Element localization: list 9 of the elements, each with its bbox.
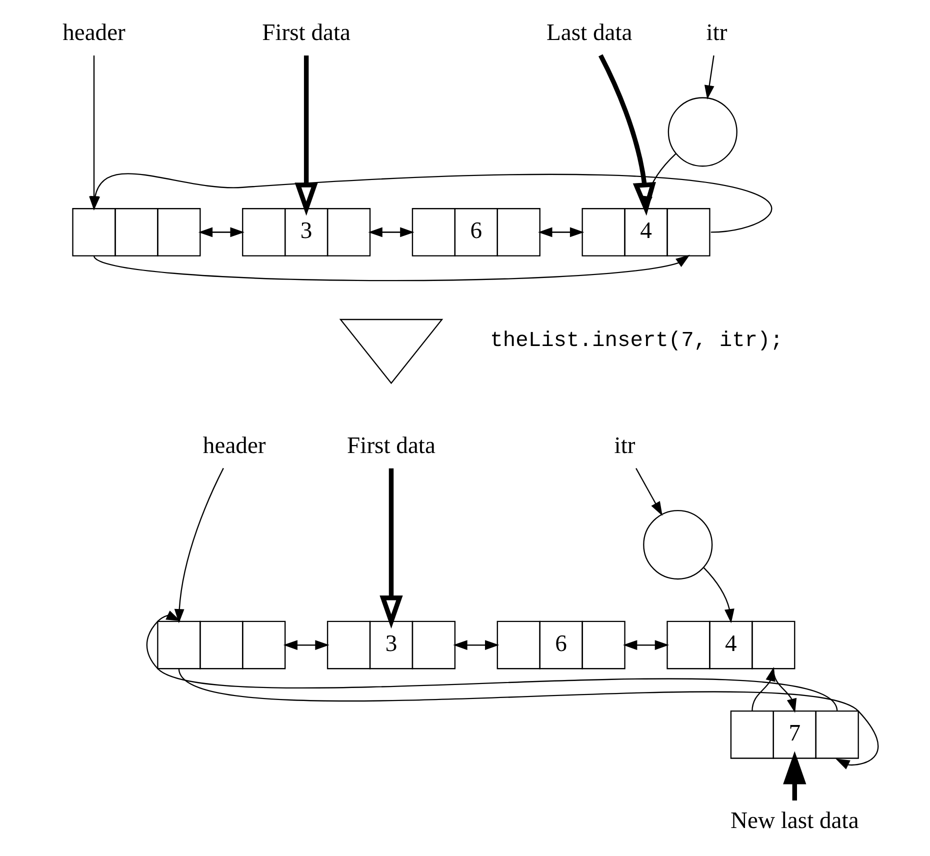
node-text: itr (614, 432, 635, 459)
node-text: header (62, 20, 125, 46)
node-text: First data (262, 20, 350, 46)
node-text: Last data (546, 20, 632, 46)
node-label: theList.insert(7, itr); (490, 328, 783, 353)
node-text: First data (346, 432, 435, 459)
node-text: itr (706, 20, 727, 46)
node-text: header (202, 432, 266, 459)
node-text: New last data (730, 808, 858, 834)
